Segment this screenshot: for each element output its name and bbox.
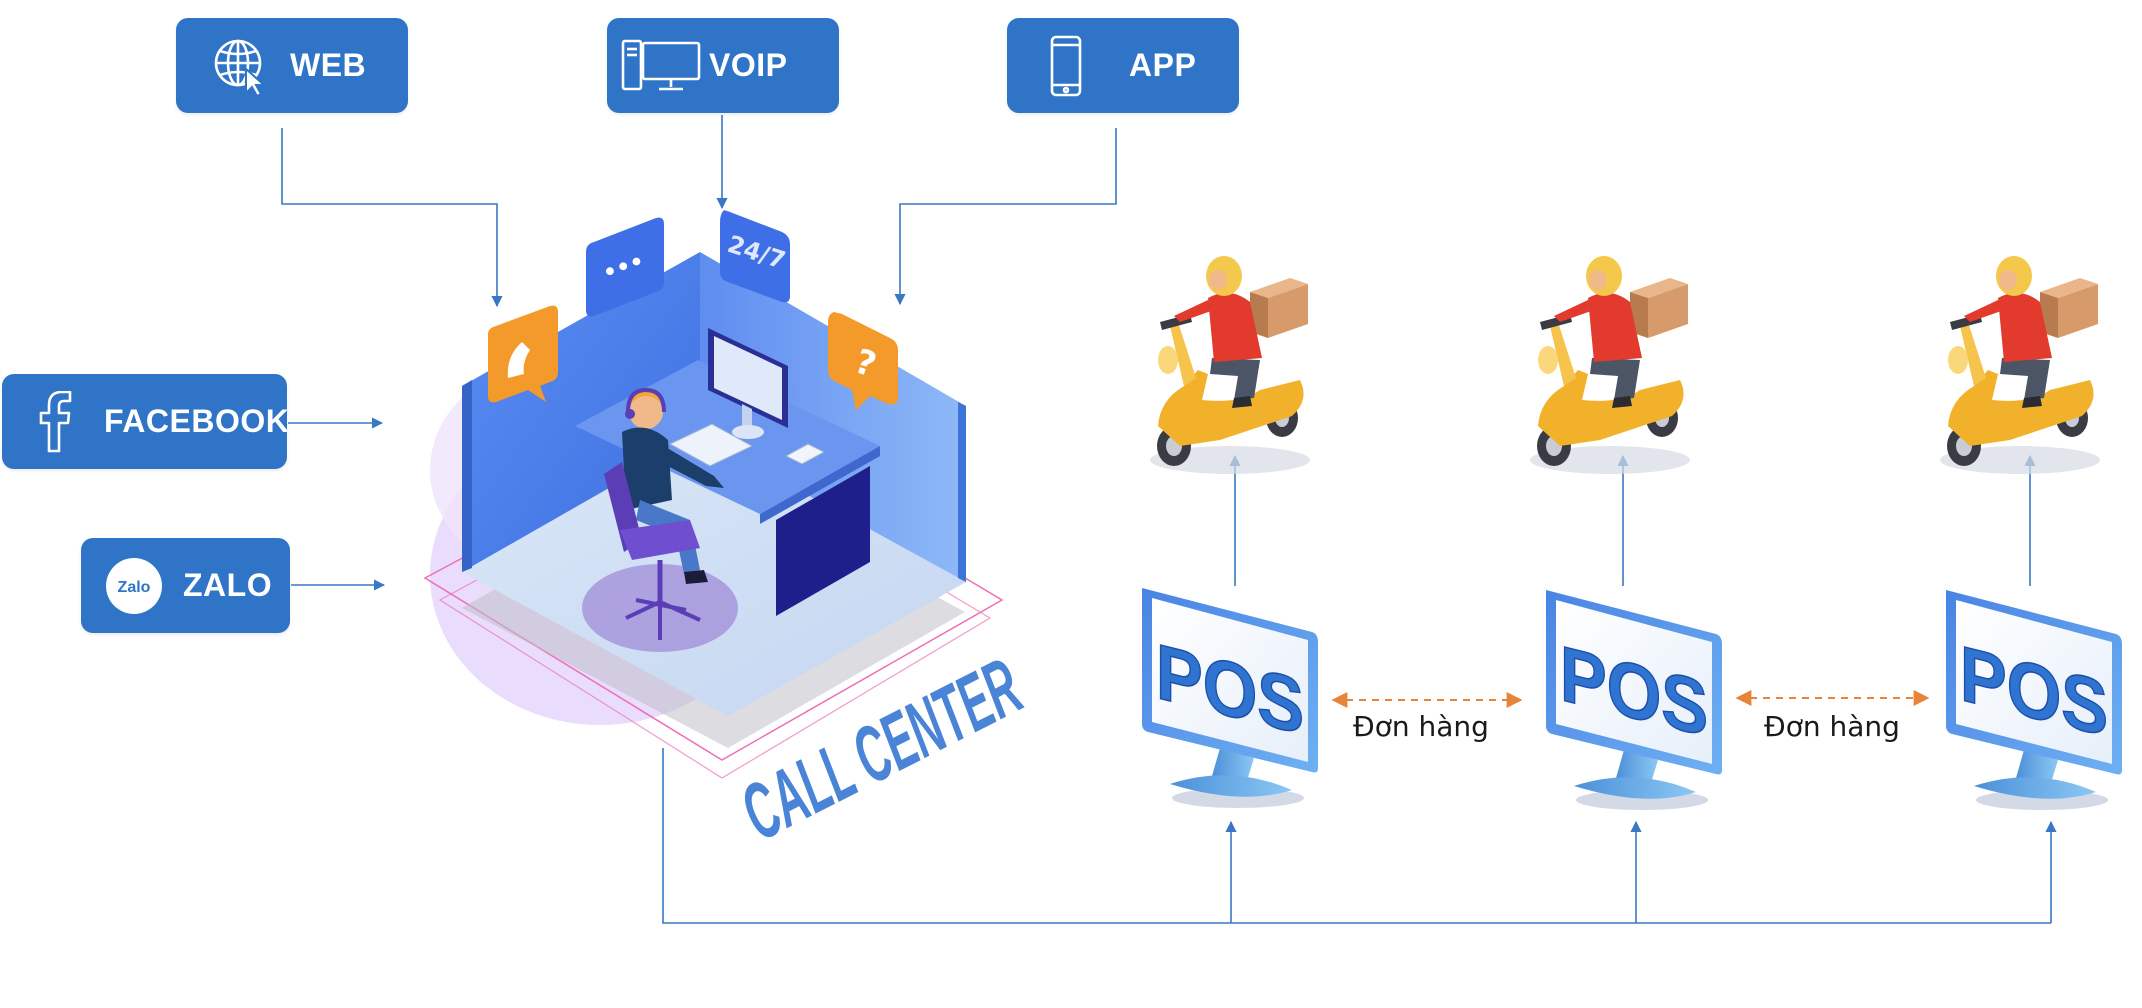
smartphone-icon (1035, 35, 1097, 97)
pos-terminal: POS (1546, 590, 1722, 810)
pos-terminal: POS (1142, 588, 1318, 808)
chat-bubble-text: ••• (600, 249, 648, 287)
courier-scooter-1 (1150, 256, 1310, 474)
pos-label: POS (1960, 629, 2108, 753)
help-bubble-text: ? (850, 341, 881, 385)
availability-bubble-text: 24/7 (724, 230, 789, 275)
call-center-label: CALL CENTER (727, 642, 1035, 858)
app-label: APP (1129, 47, 1197, 83)
web-label: WEB (290, 47, 367, 83)
order-label: Đơn hàng (1764, 710, 1900, 743)
globe-cursor-icon (210, 35, 272, 97)
distribution-line (662, 748, 2051, 924)
help-bubble: ? (828, 312, 898, 410)
zalo-label: ZALO (183, 567, 273, 603)
voip-channel-box: VOIP (607, 18, 839, 113)
web-channel-box: WEB (176, 18, 408, 113)
availability-bubble: 24/7 (720, 210, 790, 303)
chat-bubble: ••• (586, 217, 664, 317)
web-connector (281, 128, 503, 308)
order-label: Đơn hàng (1353, 710, 1489, 743)
facebook-icon (24, 390, 86, 453)
zalo-channel-box: Zalo ZALO (81, 538, 290, 633)
courier-scooter-3 (1940, 256, 2100, 474)
facebook-channel-box: FACEBOOK (2, 374, 290, 469)
courier-scooter-2 (1530, 256, 1690, 474)
zalo-icon: Zalo (103, 555, 165, 617)
pos-label: POS (1156, 627, 1304, 751)
app-channel-box: APP (1007, 18, 1239, 113)
voip-label: VOIP (709, 47, 788, 83)
pos-terminal: POS (1946, 590, 2122, 810)
zalo-icon-text: Zalo (118, 579, 151, 596)
facebook-label: FACEBOOK (104, 403, 290, 439)
call-center-room: ••• 24/7 ? (423, 210, 1004, 779)
desktop-monitor-icon (621, 35, 703, 97)
app-connector (894, 128, 1117, 306)
phone-bubble (488, 305, 558, 403)
pos-label: POS (1560, 629, 1708, 753)
